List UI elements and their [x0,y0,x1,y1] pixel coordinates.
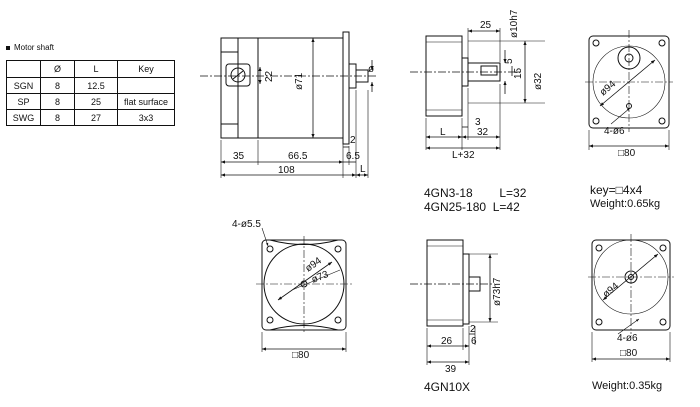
dim-holes-5-5: 4-ø5.5 [232,219,261,230]
motor-shaft-table: Ø L Key SGN 8 12.5 SP 8 25 flat surface … [6,60,175,126]
table-row: SP 8 25 flat surface [6,93,175,110]
front-view-bottom-right-labels: ø94 4-ø6 □80 [601,281,638,359]
front-view-top-labels: ø94 4-ø6 □80 [598,79,636,159]
dim-diameter-73h7: ø73h7 [492,277,503,306]
dim-2: 2 [470,324,476,335]
dim-35: 35 [233,151,245,162]
dim-66-5: 66.5 [288,151,308,162]
dim-39: 39 [445,364,457,375]
model-line-1: 4GN3-18 L=32 [424,186,527,200]
dim-25: 25 [480,20,492,31]
dim-32: 32 [477,127,489,138]
dim-5: 5 [504,58,515,64]
dim-diameter-71: ø71 [294,72,305,90]
key-spec: key=□4x4 [590,183,643,197]
dim-shaft-phi: ø [368,64,374,75]
dim-square-80: □80 [618,148,636,159]
dim-26: 26 [441,336,453,347]
front-view-top [585,30,673,150]
dim-L: L [360,164,366,175]
motor-side-labels: ø71 22 ø 2 6.5 35 66.5 108 L [233,64,374,176]
weight-top: Weight:0.65kg [590,198,661,210]
dim-3: 3 [475,117,481,128]
motor-side-view [200,31,378,178]
front-view-bottom-left [256,227,352,352]
dim-22: 22 [264,70,275,82]
gearhead-side-view [410,28,545,150]
dim-square-80: □80 [292,350,310,361]
motor-shaft-title: Motor shaft [6,43,54,52]
connector-icon [225,63,251,87]
dim-15: 15 [513,67,524,79]
dim-diameter-94: ø94 [598,79,619,99]
model-bottom: 4GN10X [424,380,471,394]
dim-2: 2 [350,135,356,146]
dim-L-gear: L [440,127,446,138]
dim-diameter-94: ø94 [601,281,622,301]
bullet-icon [6,45,10,50]
dim-6-5: 6.5 [346,151,360,162]
dim-32-dia: ø32 [533,72,544,90]
model-line-2: 4GN25-180 L=42 [424,200,520,214]
small-side-view [410,239,498,365]
front-view-bottom-right [588,234,674,362]
table-row: SWG 8 27 3x3 [6,109,175,126]
dim-square-80: □80 [620,348,638,359]
table-cell: 3x3 [117,109,175,126]
dim-108: 108 [278,165,295,176]
dim-holes: 4-ø6 [604,126,625,137]
small-side-labels: ø73h7 2 6 26 39 [441,277,503,375]
table-cell: 27 [74,109,118,126]
weight-bottom: Weight:0.35kg [592,380,663,392]
table-cell: SWG [6,109,41,126]
gearhead-side-labels: 25 ø10h7 ø32 15 5 3 L 32 L+32 [440,9,544,161]
dim-L-plus-32: L+32 [452,150,475,161]
dim-10h7: ø10h7 [509,9,520,38]
dim-holes: 4-ø6 [617,333,638,344]
dim-6: 6 [471,336,477,347]
